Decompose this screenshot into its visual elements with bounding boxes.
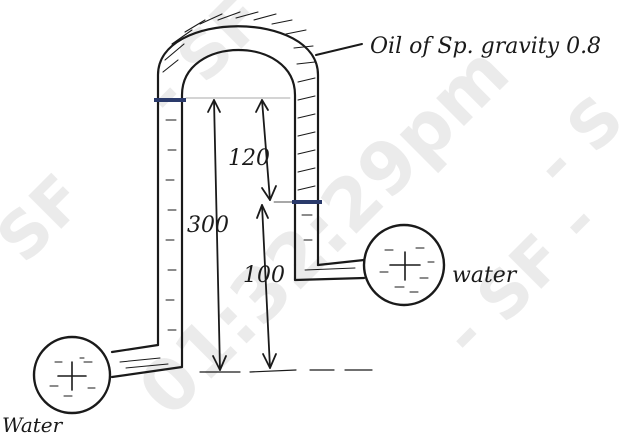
left-water-vessel bbox=[32, 335, 112, 415]
dim-120-label: 120 bbox=[228, 146, 270, 171]
watermark-text-sf-left: - SF bbox=[0, 161, 99, 311]
left-vessel-outline bbox=[32, 335, 112, 415]
left-vessel-plus-icon bbox=[57, 361, 87, 391]
right-water-label: water bbox=[452, 263, 518, 288]
dim-300-arrow-top bbox=[207, 99, 221, 113]
dim-300-arrow-bottom bbox=[212, 355, 227, 371]
right-vessel-plus-icon bbox=[389, 251, 421, 281]
right-water-vessel bbox=[362, 223, 446, 307]
dim-300-label: 300 bbox=[187, 213, 229, 238]
inverted-u-tube bbox=[154, 11, 322, 347]
oil-hatching bbox=[162, 11, 316, 191]
left-water-label: Water bbox=[2, 413, 64, 436]
oil-label: Oil of Sp. gravity 0.8 bbox=[370, 34, 601, 59]
watermark-text-sf-right: - S bbox=[519, 82, 638, 201]
right-vessel-outline bbox=[362, 223, 446, 307]
dim-300-line bbox=[213, 99, 221, 371]
u-tube-outer-wall bbox=[156, 25, 320, 347]
left-leg-water-marks bbox=[165, 119, 177, 331]
oil-label-leader bbox=[315, 43, 363, 56]
dim-120-arrow-top bbox=[255, 99, 269, 113]
dim-100-line bbox=[261, 204, 271, 369]
left-connecting-pipe bbox=[110, 343, 184, 379]
u-tube-inner-wall bbox=[180, 48, 297, 347]
dim-120-line bbox=[261, 99, 271, 201]
dim-100-arrow-bottom bbox=[262, 353, 277, 369]
right-leg-water-marks bbox=[301, 214, 313, 241]
watermark-text-sf-top: - SF - bbox=[129, 0, 314, 131]
dim-120-arrow-bottom bbox=[261, 185, 277, 201]
right-connecting-pipe bbox=[293, 258, 366, 282]
dim-100-label: 100 bbox=[243, 263, 285, 288]
dimension-lines bbox=[199, 99, 373, 373]
dim-100-arrow-top bbox=[256, 204, 269, 219]
